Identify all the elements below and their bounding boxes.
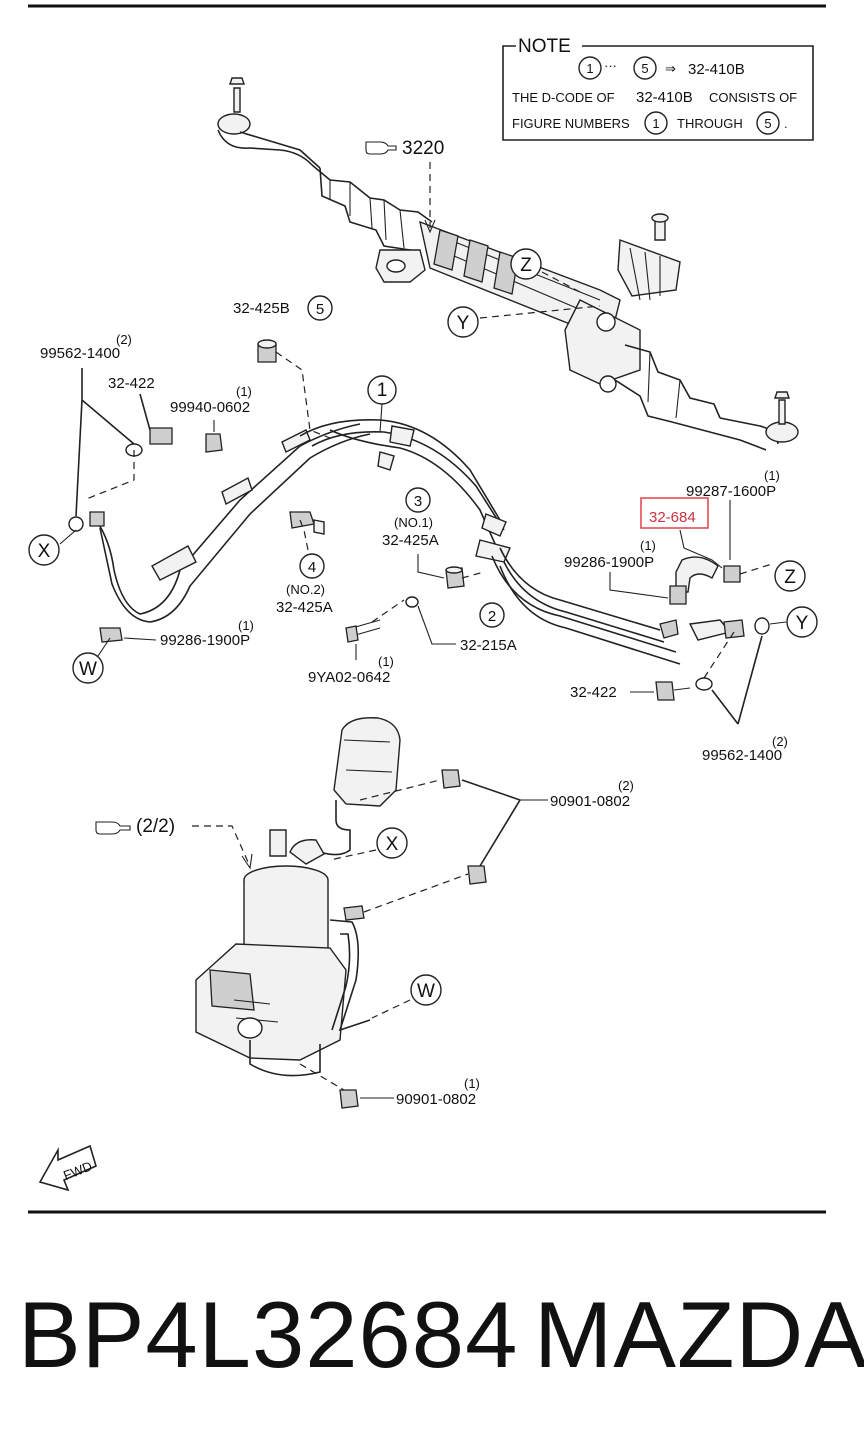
label-32-425A-no2: 32-425A	[276, 599, 333, 616]
steering-gear-rack	[217, 77, 799, 451]
label-32-422-left: 32-422	[108, 375, 155, 392]
label-90901-0802-bottom: 90901-0802	[396, 1091, 476, 1108]
brand-caption: MAZDA	[534, 1282, 864, 1387]
svg-text:(2): (2)	[116, 332, 132, 347]
svg-text:(1): (1)	[640, 538, 656, 553]
note-code-1: 32-410B	[688, 61, 745, 78]
svg-text:(1): (1)	[764, 468, 780, 483]
callout-y-top: Y	[447, 305, 601, 338]
pointing-hand-icon	[365, 141, 397, 155]
label-99562-1400-left: 99562-1400	[40, 345, 120, 362]
note-circle-from: 1	[586, 61, 593, 76]
svg-text:(1): (1)	[464, 1076, 480, 1091]
label-32-425B: 32-425B	[233, 300, 290, 317]
callout-4: 4 (NO.2) 32-425A	[276, 511, 333, 616]
note-line2-code: 32-410B	[636, 89, 693, 106]
fwd-arrow-icon: FWD	[38, 1144, 97, 1192]
ref-3220-text: 3220	[402, 138, 444, 159]
ref-3220: 3220	[365, 138, 444, 234]
label-32-425A-no1: 32-425A	[382, 532, 439, 549]
part-number-caption: BP4L32684	[18, 1282, 519, 1387]
label-99286-1900P-left: 99286-1900P	[160, 632, 250, 649]
group-99286-left: (1) 99286-1900P	[123, 618, 254, 649]
group-99286-right: (1) 99286-1900P	[564, 538, 687, 605]
label-32-684: 32-684	[649, 509, 696, 526]
label-99940-0602: 99940-0602	[170, 399, 250, 416]
svg-text:W: W	[79, 659, 97, 680]
svg-text:1: 1	[377, 380, 388, 401]
note-line3-b: THROUGH	[677, 116, 743, 131]
pointing-hand-icon	[95, 821, 131, 835]
ref-2-2: (2/2)	[95, 816, 253, 870]
group-90901-bottom: (1) 90901-0802	[299, 1063, 480, 1109]
label-99287-1600P: 99287-1600P	[686, 483, 776, 500]
callout-y-right: Y	[769, 606, 818, 638]
pipe-center	[299, 419, 681, 665]
note-line3-a: FIGURE NUMBERS	[512, 116, 630, 131]
svg-text:4: 4	[308, 559, 316, 576]
note-line3-end: .	[784, 116, 788, 131]
svg-text:(NO.2): (NO.2)	[286, 582, 325, 597]
note-title: NOTE	[518, 36, 571, 57]
label-99562-1400-right: 99562-1400	[702, 747, 782, 764]
note-circle-to: 5	[641, 61, 648, 76]
group-99562-left: (2) 99562-1400	[40, 332, 143, 532]
highlight-32-684: 32-684	[640, 497, 709, 529]
svg-text:3: 3	[414, 493, 422, 510]
svg-text:(1): (1)	[238, 618, 254, 633]
svg-text:X: X	[386, 834, 399, 855]
note-line3-from: 1	[652, 116, 659, 131]
callout-z-top: Z	[510, 248, 581, 293]
callout-w-pump: W	[371, 974, 442, 1019]
callout-x-pump: X	[329, 827, 408, 861]
ref-2-2-text: (2/2)	[136, 816, 175, 837]
note-arrow: ⇒	[665, 61, 676, 76]
svg-text:2: 2	[488, 608, 496, 625]
note-dots: ···	[604, 58, 617, 73]
note-box: NOTE 1 ··· 5 ⇒ 32-410B THE D-CODE OF 32-…	[502, 36, 814, 141]
callout-w-left: W	[72, 637, 111, 684]
svg-text:(2): (2)	[772, 734, 788, 749]
group-99287: (1) 99287-1600P	[686, 468, 780, 583]
part-highlight-box	[640, 497, 709, 529]
fwd-label: FWD	[61, 1158, 94, 1183]
callout-5: 32-425B 5	[233, 295, 333, 439]
bolt-9YA02: (1) 9YA02-0642	[308, 619, 394, 686]
svg-text:5: 5	[316, 301, 324, 318]
label-32-422-right: 32-422	[570, 684, 617, 701]
svg-text:Z: Z	[784, 567, 796, 588]
label-9YA02-0642: 9YA02-0642	[308, 669, 390, 686]
svg-text:Y: Y	[457, 313, 470, 334]
pump-assembly	[195, 717, 401, 1077]
svg-text:(1): (1)	[236, 384, 252, 399]
label-99286-1900P-right: 99286-1900P	[564, 554, 654, 571]
label-32-215A: 32-215A	[460, 637, 517, 654]
hose-32-684	[675, 529, 773, 593]
note-line2-b: CONSISTS OF	[709, 90, 797, 105]
callout-3: 3 (NO.1) 32-425A	[382, 487, 485, 589]
callout-x-left: X	[28, 529, 77, 566]
group-90901-top: (2) 90901-0802	[359, 769, 634, 913]
note-line2-a: THE D-CODE OF	[512, 90, 615, 105]
svg-text:Z: Z	[520, 255, 532, 276]
svg-text:X: X	[38, 541, 51, 562]
callout-z-right: Z	[774, 560, 806, 592]
svg-text:(1): (1)	[378, 654, 394, 669]
group-32-422-right: 32-422	[570, 631, 735, 701]
svg-text:(NO.1): (NO.1)	[394, 515, 433, 530]
group-99562-right: (2) 99562-1400	[702, 635, 788, 764]
svg-text:Y: Y	[796, 613, 809, 634]
svg-text:W: W	[417, 981, 435, 1002]
svg-text:(2): (2)	[618, 778, 634, 793]
callout-2: 2 32-215A	[371, 596, 517, 654]
group-32-422-left: 32-422 (1) 99940-0602	[108, 375, 252, 453]
callout-1: 1	[367, 375, 397, 433]
right-fitting	[659, 617, 770, 641]
note-line3-to: 5	[764, 116, 771, 131]
label-90901-0802-top: 90901-0802	[550, 793, 630, 810]
pipe-left	[83, 423, 371, 643]
